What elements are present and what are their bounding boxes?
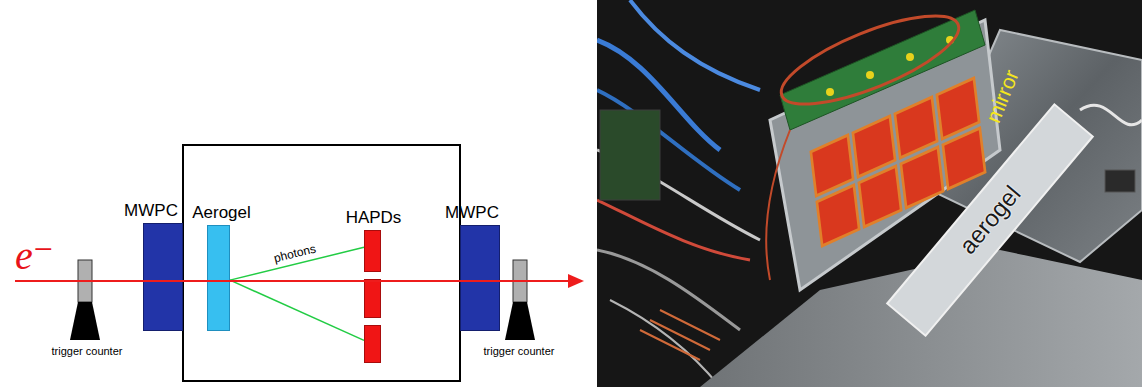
hapd-sensor bbox=[364, 230, 381, 272]
part-label: trigger counter bbox=[484, 345, 555, 357]
part-label: MWPC bbox=[445, 204, 499, 223]
scintillator-symbol bbox=[504, 258, 536, 342]
part-label: MWPC bbox=[124, 202, 178, 221]
mwpc-chamber: MWPC bbox=[460, 225, 500, 331]
mwpc-body bbox=[460, 225, 500, 331]
aerogel-radiator: Aerogel bbox=[207, 225, 230, 331]
scintillator-symbol bbox=[69, 258, 101, 342]
light-guide bbox=[505, 302, 535, 340]
hapd-array: HAPDs bbox=[364, 230, 381, 363]
dark-box bbox=[183, 145, 460, 381]
aerogel-tile bbox=[207, 225, 230, 331]
part-label: Aerogel bbox=[192, 204, 251, 223]
setup-photo bbox=[597, 0, 1142, 387]
beam-line bbox=[15, 280, 570, 282]
light-guide bbox=[70, 302, 100, 340]
trigger-counter: trigger counter bbox=[69, 258, 101, 342]
mwpc-chamber: MWPC bbox=[143, 223, 183, 331]
mwpc-body bbox=[143, 223, 183, 331]
hapd-sensor bbox=[364, 279, 381, 318]
photon-ray bbox=[230, 280, 364, 340]
beam-arrowhead bbox=[568, 274, 584, 288]
beam-particle: e⁻ bbox=[15, 236, 54, 276]
trigger-counter: trigger counter bbox=[504, 258, 536, 342]
part-label: trigger counter bbox=[52, 345, 123, 357]
part-label: HAPDs bbox=[346, 209, 402, 228]
hapd-sensor bbox=[364, 325, 381, 363]
